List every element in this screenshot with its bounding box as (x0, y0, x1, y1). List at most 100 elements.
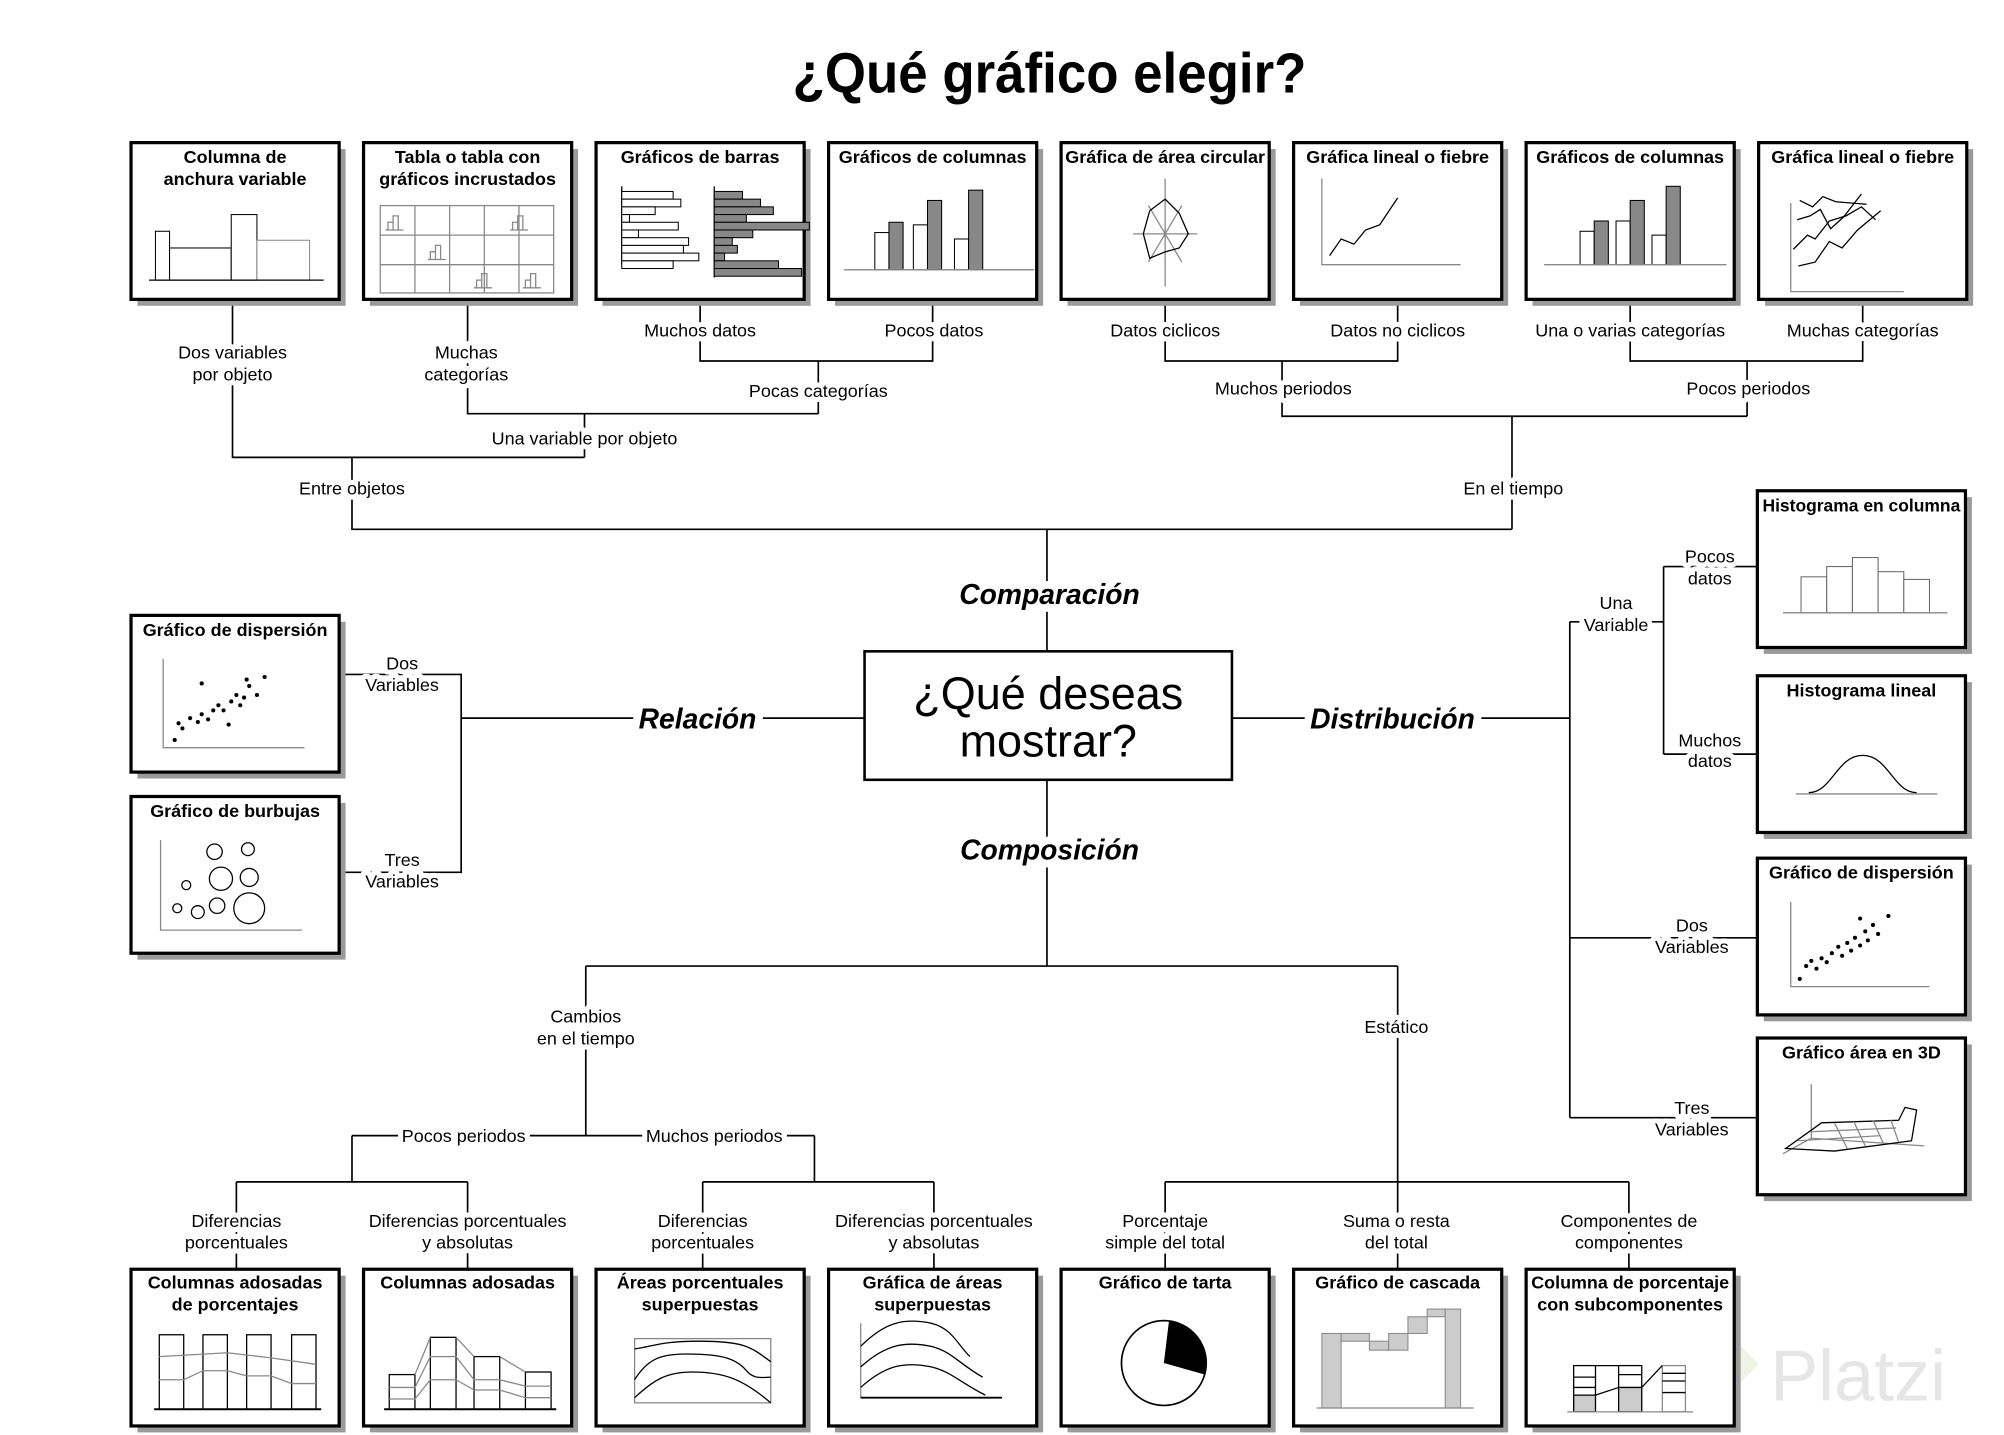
branch-label: Dos (386, 653, 418, 673)
branch-label: Datos ciclicos (1110, 321, 1220, 341)
column-histogram-icon (1783, 557, 1948, 614)
card-title: anchura variable (164, 169, 307, 189)
card-title: Gráficos de columnas (839, 147, 1027, 167)
chart-card-stacked-columns[interactable]: Columnas adosadas (361, 1267, 580, 1434)
stacked-columns-icon (384, 1336, 557, 1411)
chart-card-table-with-embedded-charts[interactable]: Tabla o tabla con gráficos incrustados (361, 141, 580, 308)
card-title: superpuestas (642, 1294, 759, 1314)
chart-card-scatter-plot[interactable]: Gráfico de dispersión (129, 613, 348, 781)
card-title: con subcomponentes (1537, 1294, 1723, 1314)
branch-label: Una o varias categorías (1535, 321, 1725, 341)
category-relationship: Relación (639, 702, 757, 734)
card-title: Gráfica de área circular (1065, 147, 1265, 167)
overlapping-areas-icon (860, 1320, 1002, 1399)
center-line-2: mostrar? (960, 716, 1137, 767)
branch-label: Muchos periodos (1215, 378, 1352, 398)
chart-card-column-charts-few-data[interactable]: Gráficos de columnas (826, 141, 1045, 308)
chart-card-bar-charts[interactable]: Gráficos de barras (594, 141, 813, 308)
leaf-label: del total (1365, 1233, 1428, 1253)
center-line-1: ¿Qué deseas (913, 668, 1183, 719)
leaf-label: simple del total (1105, 1233, 1225, 1253)
bubble-chart-icon (159, 840, 302, 931)
card-title: Gráfico de burbujas (150, 801, 320, 821)
card-title: Gráfico de tarta (1099, 1273, 1233, 1293)
leaf-label: porcentuales (651, 1233, 754, 1253)
category-comparison: Comparación (959, 578, 1140, 610)
branch-label: Entre objetos (299, 479, 405, 499)
leaf-label: Componentes de (1560, 1211, 1697, 1231)
category-composition: Composición (960, 833, 1139, 865)
3d-area-chart-icon (1782, 1084, 1925, 1155)
branch-label: Estático (1364, 1017, 1428, 1037)
branch-label: Tres (384, 850, 419, 870)
chart-card-waterfall-chart[interactable]: Gráfico de cascada (1292, 1267, 1510, 1434)
card-title: Columna de (184, 147, 287, 167)
chart-card-stacked-percent-columns[interactable]: Columnas adosadas de porcentajes (129, 1267, 348, 1434)
leaf-label: Diferencias porcentuales (369, 1211, 567, 1231)
scatter-plot-icon (162, 659, 305, 749)
chart-card-column-histogram[interactable]: Histograma en columna (1755, 489, 1974, 656)
card-title: de porcentajes (172, 1294, 299, 1314)
branch-label: categorías (424, 364, 508, 384)
percent-overlapping-areas-icon (633, 1337, 772, 1404)
chart-card-scatter-plot-distribution[interactable]: Gráfico de dispersión (1755, 856, 1974, 1023)
card-title: Columnas adosadas (380, 1273, 555, 1293)
line-histogram-icon (1795, 754, 1938, 795)
chart-card-line-histogram[interactable]: Histograma lineal (1755, 674, 1974, 841)
chart-card-overlapping-areas[interactable]: Gráfica de áreas superpuestas (826, 1267, 1045, 1434)
card-title: Gráfico área en 3D (1782, 1043, 1941, 1063)
chart-card-bubble-chart[interactable]: Gráfico de burbujas (129, 794, 348, 962)
multi-line-chart-icon (1790, 193, 1904, 293)
branch-label: Muchas (435, 342, 498, 362)
leaf-label: Suma o resta (1343, 1211, 1450, 1231)
percent-column-subcomponents-icon (1567, 1364, 1694, 1413)
distribution-labels: Una Variable Pocos datos Muchos datos Do… (1579, 542, 1747, 1145)
comparison-labels: Dos variables por objeto Muchas categorí… (173, 315, 1944, 503)
branch-label: Variables (365, 872, 439, 892)
leaf-label: porcentuales (185, 1233, 288, 1253)
card-title: Gráfica de áreas (863, 1273, 1003, 1293)
branch-label: Muchos datos (644, 321, 756, 341)
leaf-label: Diferencias (658, 1211, 748, 1231)
leaf-label: Porcentaje (1122, 1211, 1208, 1231)
chart-card-radar-chart[interactable]: Gráfica de área circular (1059, 141, 1278, 308)
branch-label: En el tiempo (1463, 479, 1563, 499)
line-chart-icon (1321, 178, 1461, 266)
chart-card-variable-width-column[interactable]: Columna de anchura variable (129, 141, 348, 308)
card-title: Áreas porcentuales (617, 1272, 784, 1293)
branch-label: Muchos (1678, 730, 1741, 750)
chart-card-line-chart-many-categories[interactable]: Gráfica lineal o fiebre (1757, 141, 1975, 308)
branch-label: Una variable por objeto (492, 429, 678, 449)
branch-label: por objeto (193, 364, 273, 384)
relationship-labels: Dos Variables Tres Variables (360, 648, 444, 897)
leaf-label: y absolutas (422, 1233, 513, 1253)
branch-label: Datos no ciclicos (1330, 321, 1465, 341)
leaf-label: y absolutas (888, 1233, 979, 1253)
scatter-plot-icon (1790, 901, 1930, 988)
branch-label: Variable (1584, 615, 1649, 635)
chart-card-column-charts-categories[interactable]: Gráficos de columnas (1524, 141, 1743, 308)
card-title: Gráfica lineal o fiebre (1771, 147, 1954, 167)
leaf-label: Diferencias porcentuales (835, 1211, 1033, 1231)
card-title: Gráfico de dispersión (143, 620, 328, 640)
card-title: superpuestas (874, 1294, 991, 1314)
card-title: Gráfica lineal o fiebre (1306, 147, 1489, 167)
branch-label: Variables (1655, 1120, 1729, 1140)
stacked-percent-columns-icon (154, 1334, 322, 1411)
branch-label: Una (1600, 593, 1633, 613)
chart-card-3d-area-chart[interactable]: Gráfico área en 3D (1755, 1036, 1974, 1203)
card-title: Columnas adosadas (148, 1273, 323, 1293)
card-title: gráficos incrustados (379, 169, 556, 189)
branch-label: Pocos periodos (402, 1126, 526, 1146)
variable-width-column-icon (149, 214, 324, 281)
branch-label: datos (1688, 569, 1732, 589)
chart-card-percent-overlapping-areas[interactable]: Áreas porcentuales superpuestas (594, 1267, 813, 1434)
card-title: Columna de porcentaje (1531, 1273, 1729, 1293)
column-chart-icon (843, 189, 1035, 271)
branch-label: Variables (365, 675, 439, 695)
chart-card-pie-chart[interactable]: Gráfico de tarta (1059, 1267, 1278, 1434)
chart-card-percent-column-subcomponents[interactable]: Columna de porcentaje con subcomponentes (1524, 1267, 1743, 1434)
chart-card-line-chart-non-cyclic[interactable]: Gráfica lineal o fiebre (1292, 141, 1510, 308)
leaf-label: Diferencias (191, 1211, 281, 1231)
